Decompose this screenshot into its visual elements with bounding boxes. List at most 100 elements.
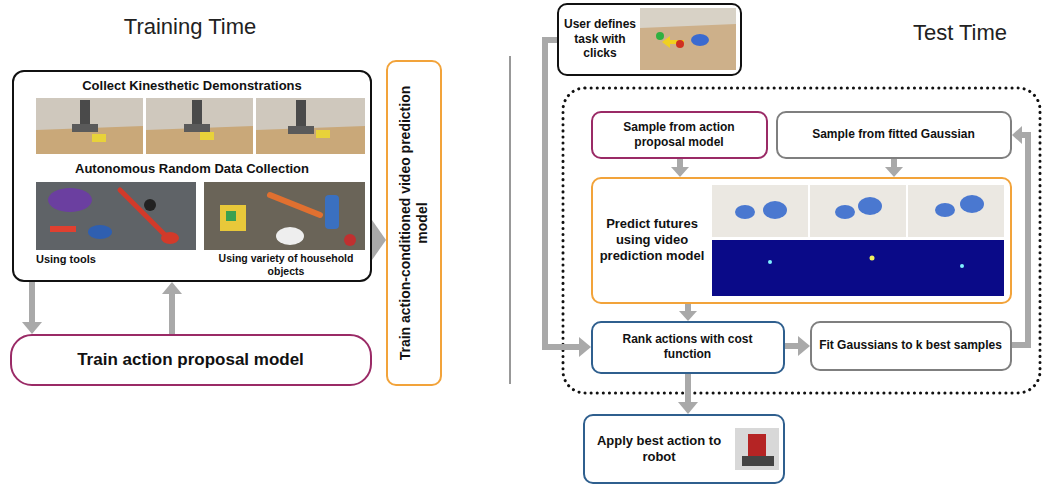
- predicted-video-frames-part: [768, 260, 772, 264]
- flow-arrow: [1012, 126, 1028, 345]
- objects-photo: [204, 182, 365, 250]
- box-label: Fit Gaussians to k best samples: [817, 338, 1004, 353]
- predicted-video-frames-part: [870, 256, 875, 261]
- predicted-video-frames-part: [908, 185, 1004, 237]
- predicted-video-frames-part: [735, 205, 755, 219]
- flow-arrow: [22, 282, 42, 334]
- tools-photo-part: [88, 225, 112, 239]
- text-area: Sample from fitted Gaussian: [783, 115, 1004, 154]
- process-box: Collect Kinesthetic DemonstrationsAutono…: [12, 70, 372, 282]
- process-box: Sample from action proposal model: [591, 111, 768, 159]
- arrowhead: [162, 282, 182, 294]
- arrow-line: [29, 282, 35, 322]
- tools-photo-part: [50, 226, 76, 232]
- predicted-video-frames-part: [935, 203, 955, 217]
- box-label: Autonomous Random Data Collection: [22, 161, 362, 177]
- demo-photo-part: [200, 132, 214, 140]
- objects-photo-part: [344, 234, 356, 246]
- arrowhead: [1012, 126, 1022, 144]
- text-area: Train action-conditioned video predictio…: [392, 70, 436, 376]
- demo-photo-part: [146, 98, 253, 154]
- text-area: User defines task with clicks: [562, 7, 638, 71]
- demo-photo-part: [316, 130, 330, 138]
- box-label: Predict futures using video prediction m…: [597, 216, 707, 264]
- user-task-photo-part: [676, 40, 684, 48]
- flow-arrow: [372, 220, 386, 260]
- user-task-photo-part: [640, 8, 736, 70]
- tools-photo: [36, 182, 196, 250]
- demo-photo: [36, 98, 365, 154]
- divider-line-part: [510, 56, 511, 384]
- demo-photo-part: [72, 124, 98, 132]
- loop-dotted-box-part: [563, 88, 1040, 393]
- robot-photo: [735, 428, 779, 470]
- flow-arrow: [162, 282, 182, 334]
- user-task-photo: [640, 8, 736, 70]
- predicted-video-frames-part: [858, 197, 882, 215]
- arrowhead: [579, 337, 591, 357]
- arrow-line: [785, 343, 798, 349]
- text-area: Predict futures using video prediction m…: [597, 183, 707, 297]
- predicted-video-frames: [712, 185, 1004, 296]
- text-area: Train action proposal model: [22, 339, 359, 381]
- process-box: Sample from fitted Gaussian: [776, 111, 1012, 159]
- demo-photo-part: [36, 98, 143, 154]
- process-box: Train action proposal model: [10, 334, 372, 386]
- objects-photo-part: [270, 195, 320, 215]
- arrowhead: [372, 220, 386, 260]
- flow-arrow: [785, 336, 810, 356]
- box-label: Apply best action to robot: [589, 433, 729, 465]
- predicted-video-frames-part: [960, 264, 964, 268]
- demo-photo-part: [184, 124, 210, 132]
- tools-photo-part: [161, 232, 179, 244]
- process-box: Train action-conditioned video predictio…: [386, 60, 442, 386]
- demo-photo-part: [92, 134, 106, 142]
- box-label: Sample from fitted Gaussian: [783, 127, 1004, 142]
- process-box: Apply best action to robot: [583, 414, 785, 484]
- tools-photo-part: [120, 190, 165, 235]
- heading-label: Using tools: [36, 253, 176, 266]
- divider-line: [510, 56, 511, 384]
- process-box: Rank actions with cost function: [591, 321, 785, 374]
- box-label: Collect Kinesthetic Demonstrations: [22, 78, 362, 94]
- objects-photo-part: [226, 211, 236, 221]
- box-label: Train action proposal model: [22, 350, 359, 371]
- arrowhead: [22, 322, 42, 334]
- objects-photo-part: [204, 182, 365, 250]
- tools-photo-part: [144, 199, 156, 211]
- text-area: Apply best action to robot: [589, 420, 729, 477]
- heading-label: Using variety of household objects: [206, 252, 366, 277]
- process-box: User defines task with clicks: [557, 3, 742, 76]
- robot-photo-part: [742, 456, 774, 466]
- predicted-video-frames-part: [810, 185, 906, 237]
- box-label: Train action-conditioned video predictio…: [396, 70, 430, 376]
- flow-arrow: [679, 304, 697, 321]
- predicted-video-frames-part: [835, 205, 855, 219]
- arrow-line: [685, 374, 691, 402]
- heading-label: Test Time: [880, 20, 1040, 46]
- predicted-video-frames-part: [960, 195, 984, 213]
- box-label: Rank actions with cost function: [598, 332, 777, 361]
- objects-photo-part: [325, 195, 339, 229]
- loop-dotted-box: [563, 88, 1040, 393]
- text-area: Sample from action proposal model: [598, 115, 760, 154]
- flow-arrow: [671, 159, 689, 177]
- arrowhead: [885, 167, 903, 177]
- flow-arrow: [545, 40, 591, 357]
- objects-photo-part: [220, 205, 246, 231]
- arrow-line: [169, 294, 175, 334]
- tools-photo-part: [48, 188, 92, 212]
- demo-photo-part: [256, 98, 365, 154]
- process-box: Predict futures using video prediction m…: [591, 177, 1012, 304]
- demo-photo-part: [256, 126, 365, 154]
- objects-photo-part: [276, 227, 304, 245]
- process-box: Fit Gaussians to k best samples: [810, 321, 1012, 371]
- heading-label: Training Time: [80, 14, 300, 40]
- flow-arrow: [885, 159, 903, 177]
- predicted-video-frames-part: [712, 240, 1004, 296]
- text-area: Fit Gaussians to k best samples: [817, 325, 1004, 366]
- robot-photo-part: [748, 434, 766, 458]
